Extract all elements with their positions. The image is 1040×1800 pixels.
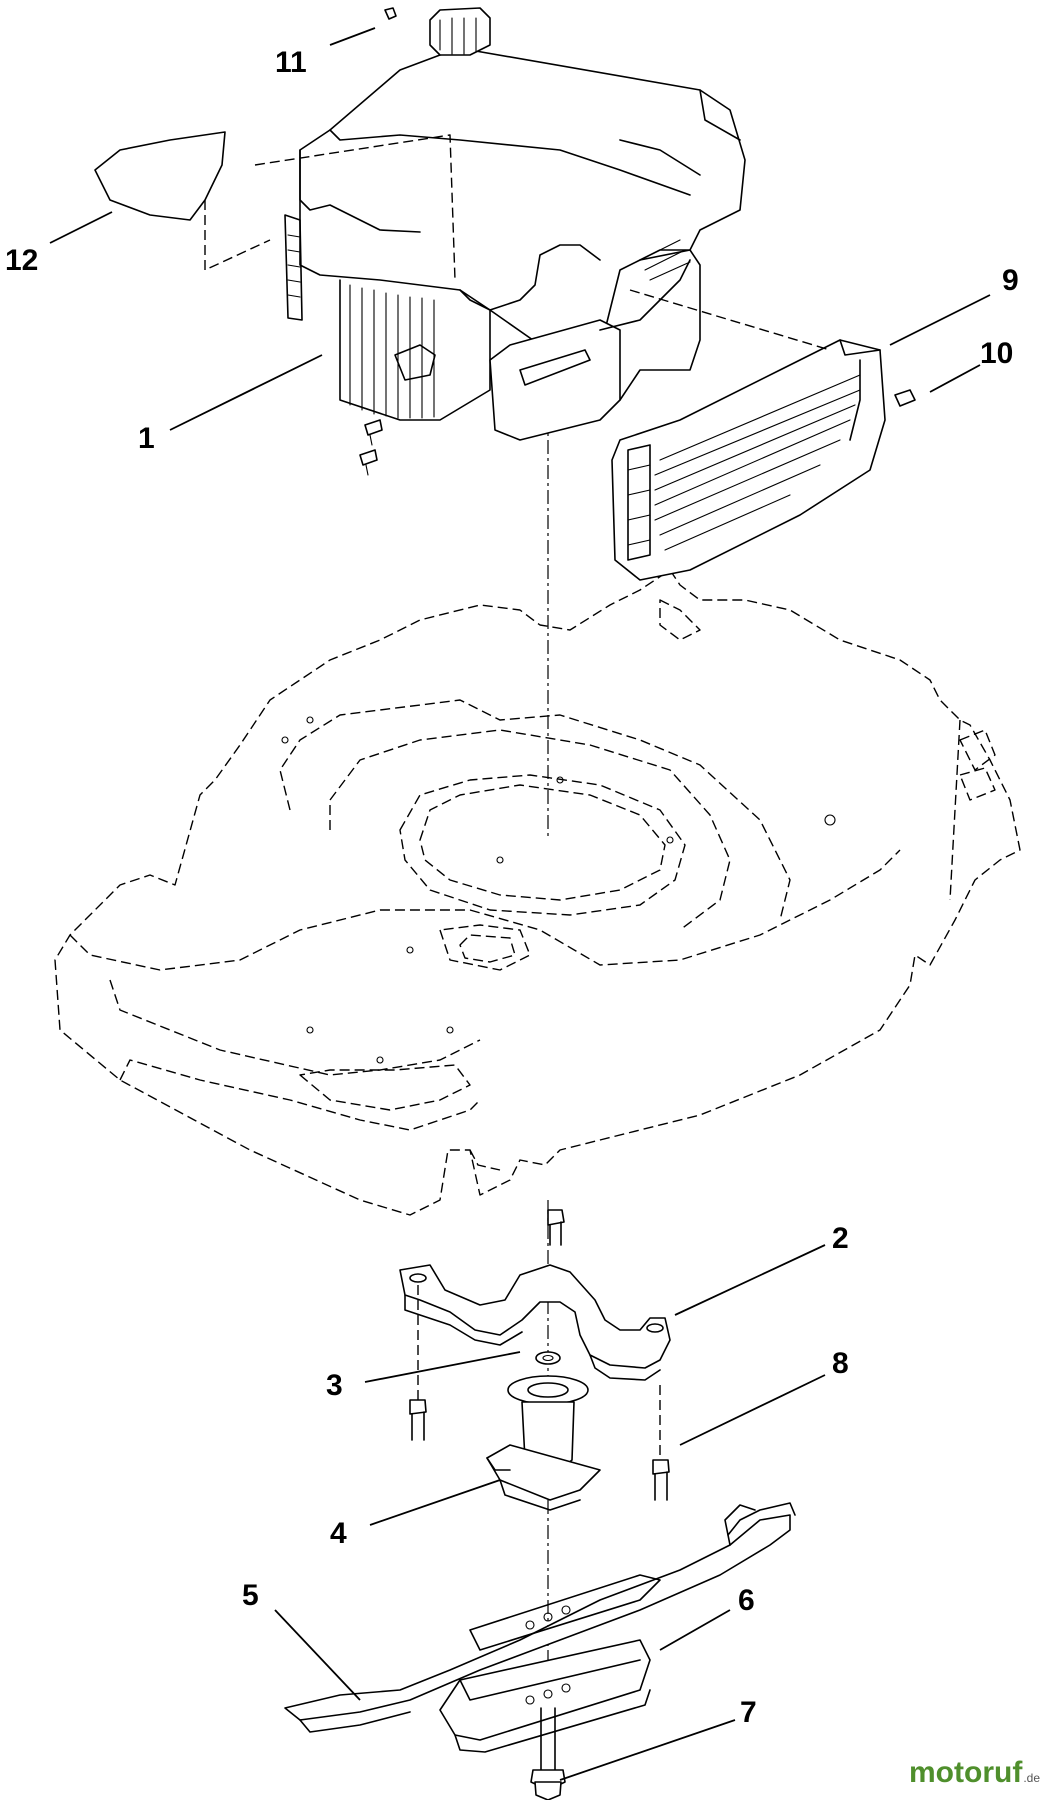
callout-6: 6 xyxy=(738,1584,755,1617)
muffler-guard xyxy=(611,289,916,581)
callout-9: 9 xyxy=(1002,264,1019,297)
callout-7: 7 xyxy=(740,1696,757,1729)
air-filter-cover xyxy=(94,131,456,281)
blade-bolt xyxy=(530,1707,566,1800)
bracket-bolts xyxy=(409,1399,670,1501)
blade-stiffener xyxy=(439,1639,651,1753)
callout-8: 8 xyxy=(832,1347,849,1380)
callout-3: 3 xyxy=(326,1369,343,1402)
callout-2: 2 xyxy=(832,1222,849,1255)
callout-12: 12 xyxy=(5,244,38,277)
callout-10: 10 xyxy=(980,337,1013,370)
blade-adapter xyxy=(486,1375,601,1511)
blade xyxy=(284,1502,796,1733)
callout-4: 4 xyxy=(330,1517,347,1550)
engine xyxy=(284,7,746,476)
watermark-brand: motoruf xyxy=(909,1756,1023,1789)
callout-11: 11 xyxy=(275,46,307,79)
callout-1: 1 xyxy=(138,422,155,455)
callout-5: 5 xyxy=(242,1579,259,1612)
small-cap xyxy=(384,7,397,20)
watermark-suffix: .de xyxy=(1023,1771,1040,1785)
watermark-logo: motoruf.de xyxy=(909,1756,1040,1790)
leader-lines xyxy=(49,27,991,1781)
blade-bracket xyxy=(399,1209,671,1460)
callout-labels: 1 2 3 4 5 6 7 8 9 10 11 12 xyxy=(5,46,1019,1729)
washer xyxy=(535,1351,561,1365)
mower-deck xyxy=(54,569,1021,1216)
